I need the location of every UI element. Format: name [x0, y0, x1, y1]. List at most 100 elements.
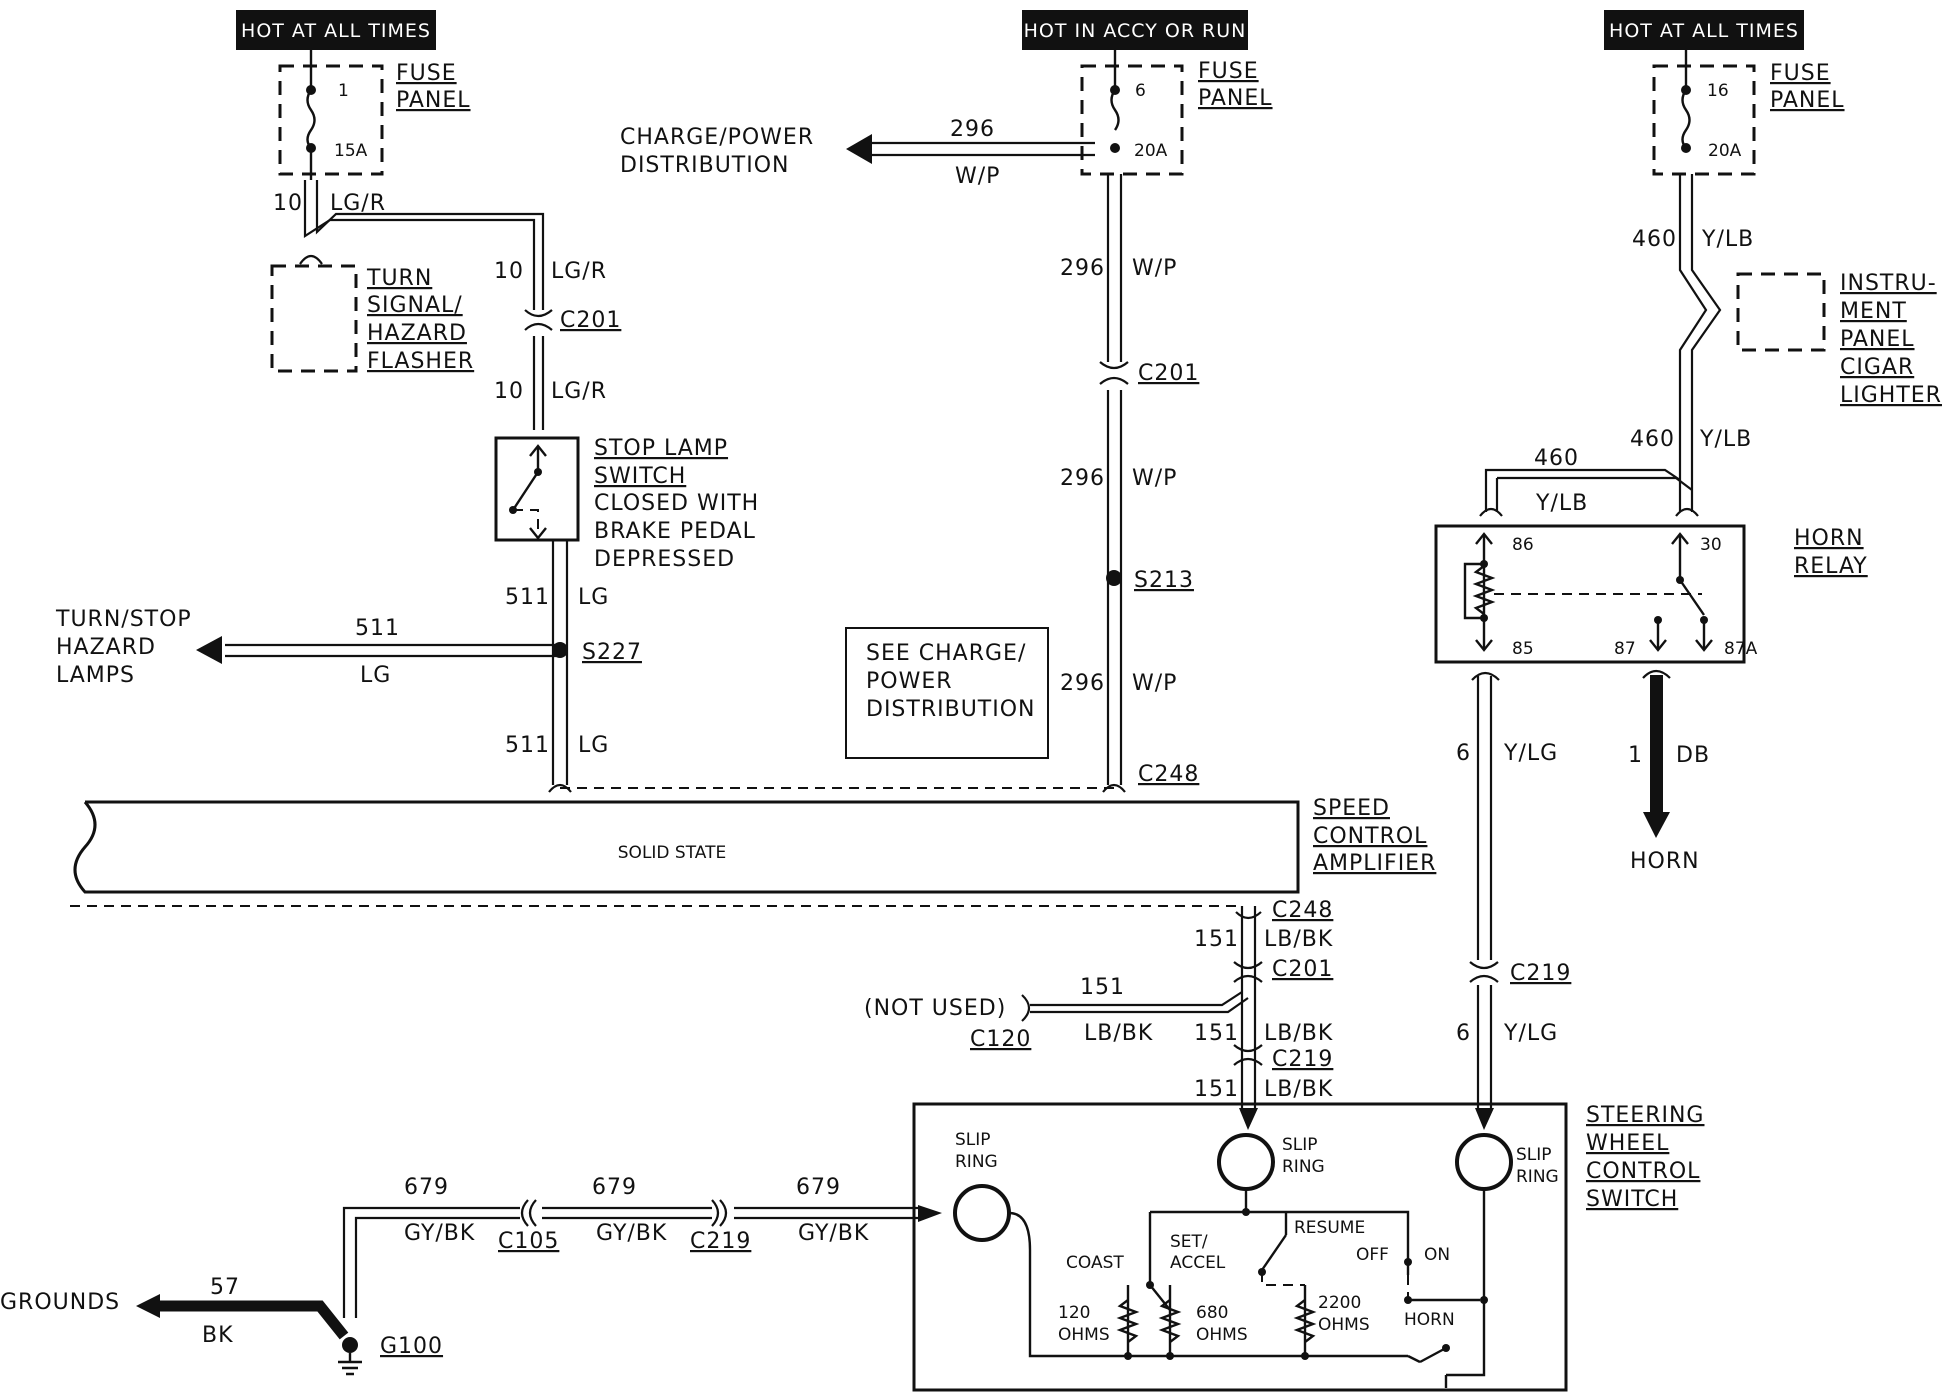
horn-relay: 86 30 85 87 87A HORN RELAY	[1434, 524, 1867, 664]
splice-s227: S227	[582, 640, 642, 665]
wire-679-label-b: 679	[592, 1175, 637, 1200]
wire-296-wp: 296 W/P C201 296 W/P S213 296 W/P C248	[560, 174, 1198, 793]
charge-power-line1: CHARGE/POWER	[620, 125, 814, 150]
see-charge-line2: POWER	[866, 669, 953, 694]
relay-pin-30: 30	[1700, 535, 1722, 555]
ground-57-bk: GROUNDS 57 BK G100	[0, 1275, 442, 1376]
turn-stop-line1: TURN/STOP	[55, 607, 192, 632]
stop-lamp-line1: STOP LAMP	[594, 436, 728, 461]
lighter-line3: PANEL	[1840, 327, 1915, 352]
wire-6-label-b: 6	[1456, 1021, 1471, 1046]
flasher-line3: HAZARD	[367, 321, 467, 346]
connector-c248-b: C248	[1272, 898, 1333, 923]
fuse-right-rating: 20A	[1708, 141, 1742, 161]
wire-ylb-label-b: Y/LB	[1699, 427, 1752, 452]
amplifier-line3: AMPLIFIER	[1313, 851, 1436, 876]
steering-switch-box	[912, 1102, 1568, 1392]
fuse-center-number: 6	[1135, 81, 1146, 101]
fuse-right-number: 16	[1707, 81, 1729, 101]
slip-ring-left-slip: SLIP	[955, 1130, 991, 1150]
charge-power-circuit: 296	[950, 117, 995, 142]
steering-line4: SWITCH	[1586, 1187, 1678, 1212]
wire-wp-label-c: W/P	[1132, 671, 1177, 696]
wire-10-label-a: 10	[273, 191, 303, 216]
header-right: HOT AT ALL TIMES	[1604, 10, 1804, 50]
see-charge-line1: SEE CHARGE/	[866, 641, 1026, 666]
wire-460-ylb: 460 Y/LB 460 Y/LB 460 Y/LB	[1479, 174, 1754, 517]
wire-460-label-c: 460	[1534, 446, 1579, 471]
wire-6-ylg: 6 Y/LG C219 6 Y/LG	[1456, 671, 1570, 1130]
stop-lamp-line4: BRAKE PEDAL	[594, 519, 756, 544]
header-right-text: HOT AT ALL TIMES	[1609, 20, 1799, 42]
wire-6-label-a: 6	[1456, 741, 1471, 766]
relay-pin-87: 87	[1614, 639, 1636, 659]
header-center: HOT IN ACCY OR RUN	[1022, 10, 1248, 50]
wire-wp-label-b: W/P	[1132, 466, 1177, 491]
wire-ylb-label-c: Y/LB	[1535, 491, 1588, 516]
slip-ring-right-ring: RING	[1516, 1167, 1559, 1187]
relay-pin-85: 85	[1512, 639, 1534, 659]
wire-ylg-label-a: Y/LG	[1503, 741, 1558, 766]
connector-c201-c: C201	[1272, 957, 1333, 982]
steering-wheel-control-switch: STEERING WHEEL CONTROL SWITCH SLIP RING …	[912, 1102, 1703, 1392]
amplifier-inner: SOLID STATE	[618, 843, 726, 863]
wire-679-label-c: 679	[796, 1175, 841, 1200]
horn-label: HORN	[1630, 849, 1700, 874]
slip-ring-mid-ring: RING	[1282, 1157, 1325, 1177]
fuse-left-label2: PANEL	[396, 88, 471, 113]
wire-460-label-a: 460	[1632, 227, 1677, 252]
charge-power-distribution: CHARGE/POWER DISTRIBUTION 296 W/P	[620, 117, 1095, 189]
wire-lbbk-label-d: LB/BK	[1264, 1077, 1333, 1102]
slip-ring-mid-slip: SLIP	[1282, 1135, 1318, 1155]
wire-151-label-a: 151	[1194, 927, 1239, 952]
turn-signal-flasher: TURN SIGNAL/ HAZARD FLASHER	[270, 264, 474, 374]
turn-stop-line3: LAMPS	[56, 663, 135, 688]
see-charge-line3: DISTRIBUTION	[866, 697, 1036, 722]
wire-lbbk-label-c: LB/BK	[1264, 1021, 1333, 1046]
wire-511-label-c: 511	[505, 733, 550, 758]
lighter-line4: CIGAR	[1840, 355, 1914, 380]
wire-bk-label: BK	[202, 1323, 234, 1348]
label-set: SET/	[1170, 1232, 1208, 1252]
wire-460-label-b: 460	[1630, 427, 1675, 452]
amplifier-line1: SPEED	[1313, 796, 1390, 821]
fuse-left: 1 15A FUSE PANEL	[278, 50, 471, 180]
fuse-center: 6 20A FUSE PANEL	[1080, 50, 1272, 176]
stop-lamp-line5: DEPRESSED	[594, 547, 735, 572]
wire-151-label-c: 151	[1194, 1021, 1239, 1046]
wire-10-label-c: 10	[494, 379, 524, 404]
wire-10-label-b: 10	[494, 259, 524, 284]
grounds-label: GROUNDS	[0, 1290, 120, 1315]
label-120: 120	[1058, 1303, 1090, 1323]
flasher-line4: FLASHER	[367, 349, 474, 374]
connector-c219-c: C219	[690, 1229, 751, 1254]
wire-151-lbbk: 151 LB/BK C248 C201 151 LB/BK 151 LB/BK …	[864, 898, 1333, 1130]
wire-ylg-label-b: Y/LG	[1503, 1021, 1558, 1046]
wire-gybk-label-c: GY/BK	[798, 1221, 869, 1246]
label-2200: 2200	[1318, 1293, 1361, 1313]
header-left: HOT AT ALL TIMES	[236, 10, 436, 50]
turn-stop-line2: HAZARD	[56, 635, 156, 660]
wire-151-label-d: 151	[1194, 1077, 1239, 1102]
wire-296-label-c: 296	[1060, 671, 1105, 696]
wire-511-label-b: 511	[355, 616, 400, 641]
header-left-text: HOT AT ALL TIMES	[241, 20, 431, 42]
wire-lg-label-b: LG	[360, 663, 391, 688]
flasher-line1: TURN	[366, 266, 432, 291]
wire-lbbk-label-b: LB/BK	[1084, 1021, 1153, 1046]
label-accel: ACCEL	[1170, 1253, 1226, 1273]
relay-pin-86: 86	[1512, 535, 1534, 555]
slip-ring-right-slip: SLIP	[1516, 1145, 1552, 1165]
fuse-left-number: 1	[338, 81, 349, 101]
wire-ylb-label-a: Y/LB	[1701, 227, 1754, 252]
label-120-ohms: OHMS	[1058, 1325, 1110, 1345]
wire-lbbk-label-a: LB/BK	[1264, 927, 1333, 952]
charge-power-line2: DISTRIBUTION	[620, 153, 790, 178]
relay-pin-87a: 87A	[1724, 639, 1758, 659]
speed-control-amplifier: SOLID STATE SPEED CONTROL AMPLIFIER	[70, 796, 1436, 907]
wire-679-gybk: 679 GY/BK C105 679 GY/BK C219 679 GY/BK	[342, 1175, 942, 1318]
lighter-line5: LIGHTER	[1840, 383, 1942, 408]
charge-power-color: W/P	[955, 164, 1000, 189]
lighter-line1: INSTRU-	[1840, 271, 1937, 296]
fuse-right-label1: FUSE	[1770, 61, 1831, 86]
